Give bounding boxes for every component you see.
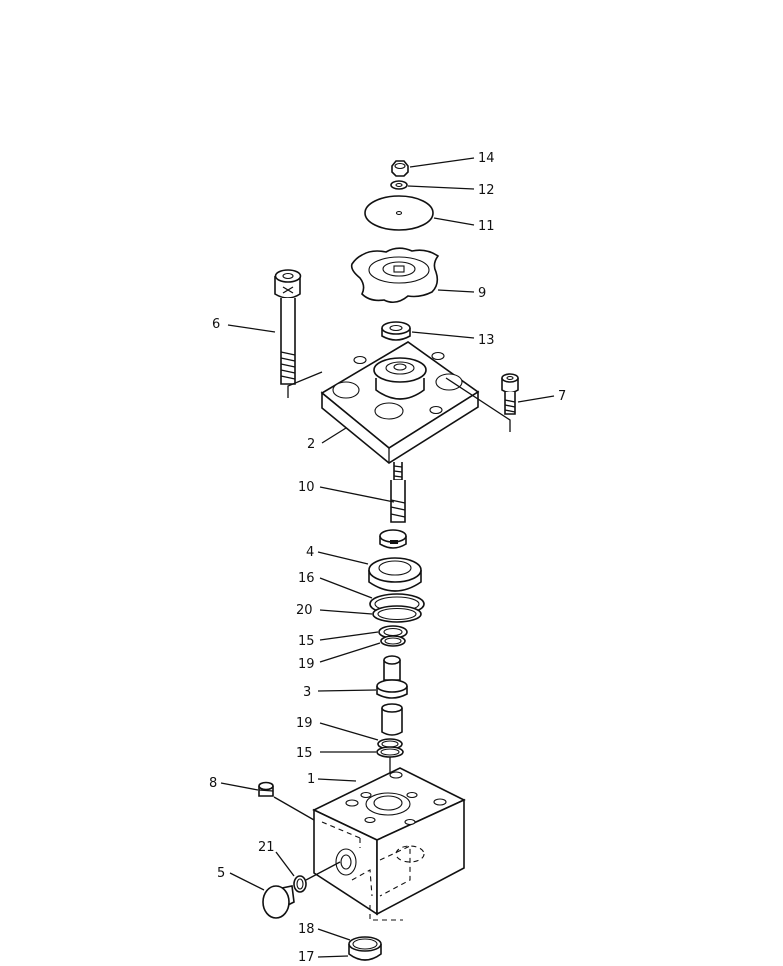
callout-12: 12 — [478, 183, 495, 198]
callout-21: 21 — [258, 840, 275, 855]
callout-8: 8 — [209, 776, 217, 791]
callout-13: 13 — [478, 333, 495, 348]
callout-6: 6 — [212, 317, 220, 332]
body-hidden-edge — [369, 905, 403, 921]
bolt-7-alignment-line — [445, 377, 511, 432]
callout-17: 17 — [298, 950, 315, 965]
callout-9: 9 — [478, 286, 486, 301]
port-alignment-line — [305, 861, 341, 881]
callout-11: 11 — [478, 219, 495, 234]
part-2-cover-plate — [320, 341, 480, 464]
callout-7: 7 — [558, 389, 566, 404]
callout-19-upper: 19 — [298, 657, 315, 672]
part-3-spool — [376, 655, 408, 736]
callout-3: 3 — [303, 685, 311, 700]
callout-18: 18 — [298, 922, 315, 937]
callout-19-lower: 19 — [296, 716, 313, 731]
part-12-washer — [390, 180, 408, 190]
part-8-plug — [258, 781, 274, 797]
part-20-ring — [372, 605, 422, 623]
part-1-valve-body — [312, 767, 466, 916]
part-13-spacer — [381, 321, 411, 341]
callout-20: 20 — [296, 603, 313, 618]
callout-1: 1 — [307, 772, 315, 787]
leader-lines — [220, 157, 555, 958]
callout-labels: 14 12 11 9 6 13 7 2 10 4 16 20 15 19 3 1… — [209, 151, 566, 965]
part-5-plug — [262, 885, 295, 919]
callout-10: 10 — [298, 480, 315, 495]
callout-16: 16 — [298, 571, 315, 586]
part-19-ring-upper — [380, 635, 406, 647]
callout-4: 4 — [306, 545, 314, 560]
callout-15-upper: 15 — [298, 634, 315, 649]
part-19-ring-lower — [377, 738, 403, 750]
callout-14: 14 — [478, 151, 495, 166]
part-21-o-ring — [293, 875, 307, 893]
part-15-ring-lower — [376, 746, 404, 758]
part-4-retainer — [368, 557, 422, 592]
part-7-bolt — [501, 373, 519, 415]
part-11-disc — [364, 195, 434, 231]
bolt-6-alignment-line — [287, 371, 323, 398]
part-9-knob — [350, 247, 440, 304]
callout-15-lower: 15 — [296, 746, 313, 761]
part-10-stem — [379, 462, 407, 549]
callout-2: 2 — [307, 437, 315, 452]
callout-5: 5 — [217, 866, 225, 881]
plug-8-leader-line — [273, 796, 315, 821]
part-14-nut — [391, 160, 409, 177]
part-6-bolt — [274, 269, 302, 385]
part-18-17-bottom-rings — [348, 936, 382, 961]
